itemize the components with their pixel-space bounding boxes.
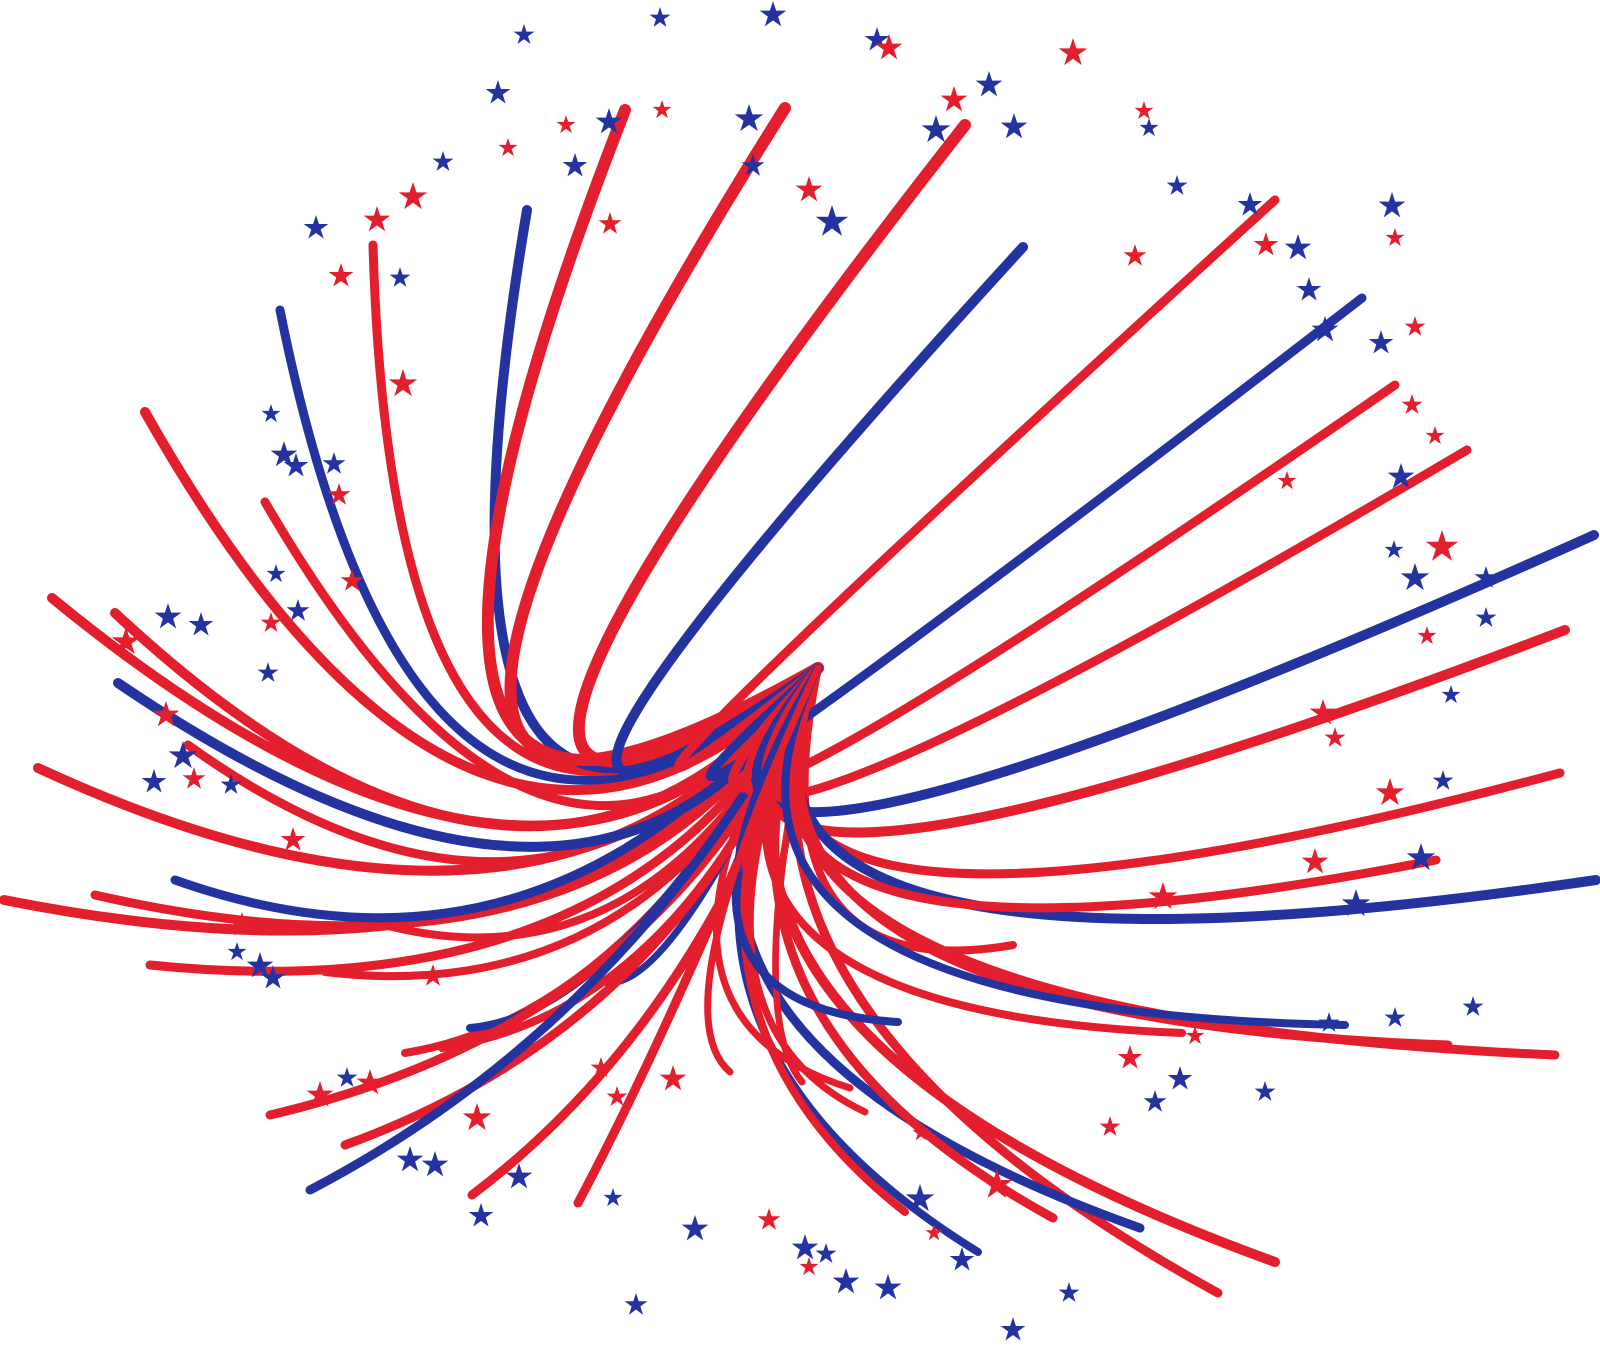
firework-streak — [776, 664, 822, 879]
firework-streak — [572, 119, 971, 768]
firework-streak — [674, 195, 1280, 772]
firework-streak — [704, 664, 822, 1076]
firework-streak — [742, 445, 1472, 803]
firework-streak — [751, 530, 1599, 817]
firework-streak — [260, 497, 823, 811]
firework-streak — [781, 664, 1349, 1029]
firework-streak — [793, 663, 1453, 1050]
firework-streaks — [0, 102, 1600, 1298]
firework-streak — [504, 102, 824, 767]
firework-streak — [731, 664, 902, 1026]
